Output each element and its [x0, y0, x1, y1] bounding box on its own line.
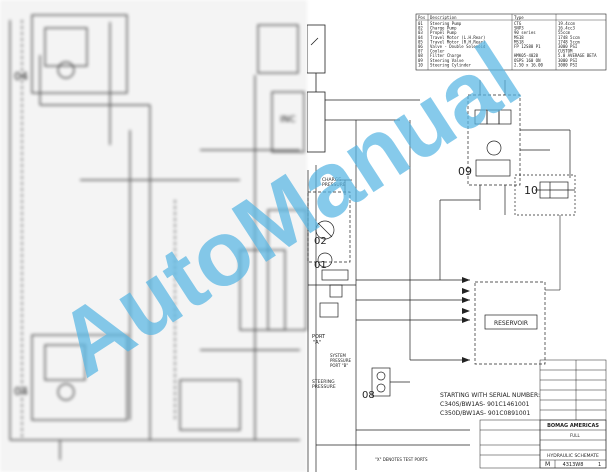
- inc-box: [307, 91, 326, 153]
- parts-table-cell: Cooler: [430, 49, 445, 54]
- parts-table-cell: SNP3: [514, 26, 524, 31]
- parts-table-cell: 1748 5ccm: [558, 35, 580, 40]
- schematic-right: Pos Description Type 01 Steering Pump CTG 19.4…: [307, 0, 612, 472]
- sheet-size: M: [545, 461, 550, 468]
- parts-table-cell: HMK05-4020: [514, 53, 539, 58]
- serial-heading: STARTING WITH SERIAL NUMBER:: [440, 392, 540, 399]
- num-08-label: 08: [362, 390, 375, 401]
- parts-table-cell: Steering Pump: [430, 21, 462, 26]
- parts-table-cell: 3000 PSI: [558, 62, 578, 67]
- parts-table-cell: 90 series: [514, 30, 536, 35]
- revision: 1: [598, 462, 601, 468]
- parts-table-cell: OSPS 160 ON: [514, 58, 541, 63]
- parts-table: Pos Description Type 01 Steering Pump CTG 19.4…: [415, 13, 607, 71]
- drawing-number: 4313W8: [563, 462, 584, 468]
- serial-line-2: C350D/BW1AS- 901C0891001: [440, 410, 530, 417]
- parts-table-cell: FP 12S88 P1: [514, 44, 541, 49]
- parts-table-cell: 01: [418, 21, 423, 26]
- blurred-pump-box-top: [31, 14, 128, 94]
- charge-pressure-line-1: CHARGE: [322, 177, 341, 183]
- parts-table-cell: Charge Pump: [430, 26, 457, 31]
- parts-table-cell: Valve - Double Solenoid: [430, 44, 486, 49]
- reservoir-label: RESERVOIR: [494, 320, 528, 327]
- parts-table-cell: 3000 PSI: [558, 44, 578, 49]
- test-ports-note: "X" DENOTES TEST PORTS: [375, 457, 428, 462]
- parts-table-cell: 08: [418, 53, 423, 58]
- blurred-pump-box-bottom: [31, 334, 128, 421]
- num-02-label: 02: [314, 236, 327, 247]
- parts-table-header: Pos: [418, 15, 426, 20]
- steering-valve-group: [467, 80, 576, 216]
- parts-table-cell: CUSTOM: [558, 49, 573, 54]
- parts-table-cell: 19.4ccm: [558, 21, 575, 26]
- parts-table-cell: MS18: [514, 35, 524, 40]
- blurred-schematic-svg: 04 04 INC: [9, 14, 307, 460]
- serial-line-1: C340S/BW1AS- 901C1461001: [440, 401, 530, 408]
- parts-table-cell: 55ccm: [558, 30, 571, 35]
- parts-table-cell: 10: [418, 62, 423, 67]
- blurred-schematic-left: 04 04 INC: [0, 0, 307, 472]
- parts-table-cell: 2.50 x 16.00: [514, 62, 543, 67]
- parts-table-cell: Propel Pump: [430, 30, 457, 35]
- filter-08-group: [371, 367, 410, 397]
- parts-table-cell: Filter Charge: [430, 53, 462, 58]
- parts-table-cell: CTG: [514, 21, 522, 26]
- reservoir-arrows: [462, 277, 470, 363]
- num-09-label: 09: [458, 165, 472, 178]
- company-name: BOMAG AMERICAS: [547, 423, 599, 429]
- parts-table-cell: 06: [418, 44, 423, 49]
- parts-table-cell: 07: [418, 49, 423, 54]
- parts-table-header: Description: [430, 15, 457, 20]
- parts-table-cell: Travel Motor (R.H.Rear): [430, 39, 485, 44]
- drawing-title: HYDRAULIC SCHEMATE: [547, 453, 599, 459]
- port-a-label: PORT "A": [312, 334, 327, 346]
- parts-table-cell: 3000 PSI: [558, 58, 578, 63]
- schematic-svg: Pos Description Type 01 Steering Pump CTG 19.4…: [307, 13, 607, 472]
- motor-box: [307, 24, 326, 74]
- num-04-label: 04: [14, 70, 28, 83]
- parts-table-header: Type: [514, 15, 524, 20]
- reservoir-group: RESERVOIR: [474, 215, 561, 365]
- steering-pressure-label: STEERING PRESSURE: [312, 379, 336, 390]
- pump-block: [307, 179, 356, 318]
- charge-pressure-line-2: PRESSURE: [322, 182, 346, 188]
- parts-table-cell: 04: [418, 35, 423, 40]
- parts-table-cell: Steering Cylinder: [430, 62, 472, 67]
- parts-table-cell: 02: [418, 26, 423, 31]
- parts-table-cell: Travel Motor (L.H.Rear): [430, 35, 485, 40]
- parts-table-cell: 03: [418, 30, 423, 35]
- parts-table-cell: 16.4cc3: [558, 26, 575, 31]
- parts-table-cell: 1748 5ccm: [558, 39, 580, 44]
- scale: FULL: [570, 433, 580, 438]
- num-10-label: 10: [524, 184, 538, 197]
- parts-table-cell: Steering Valve: [430, 58, 464, 63]
- num-01-label: 01: [314, 260, 327, 271]
- parts-table-cell: MS18: [514, 39, 524, 44]
- charge-pressure-label: CHARGE PRESSURE: [322, 177, 346, 188]
- num-04b-label: 04: [14, 385, 28, 398]
- parts-table-cell: 05: [418, 39, 423, 44]
- inc-label: INC: [280, 115, 296, 125]
- parts-table-cell: 09: [418, 58, 423, 63]
- system-pressure-label: SYSTEM PRESSURE PORT "B": [330, 353, 352, 368]
- parts-table-cell: 5.0 AVERAGE BETA: [558, 53, 597, 58]
- title-block: [479, 359, 607, 469]
